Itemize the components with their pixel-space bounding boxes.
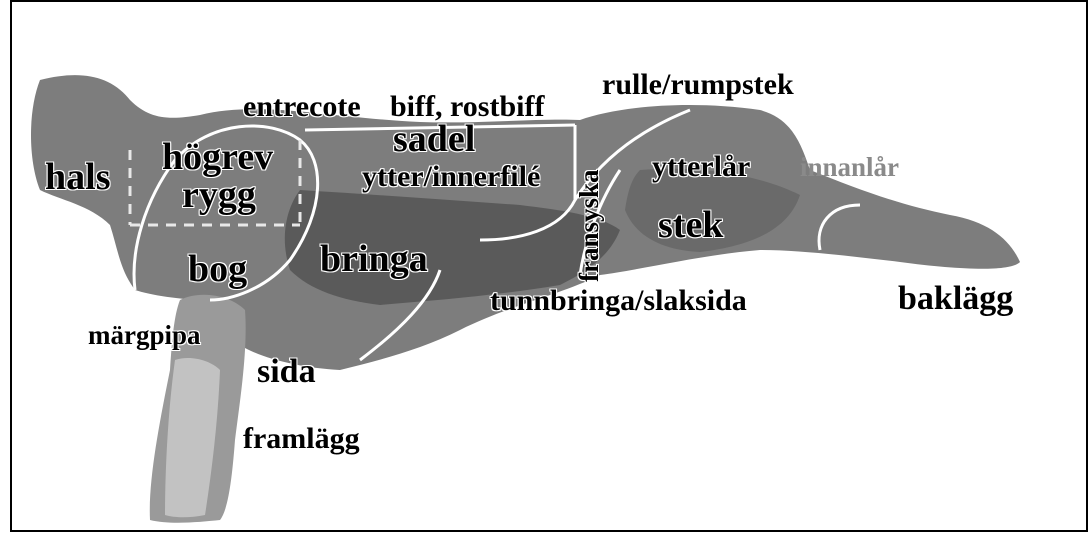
label-rulle-rumpstek: rulle/rumpstek <box>602 70 794 100</box>
label-hals: hals <box>45 158 110 196</box>
label-tunnbringa-slaksida: tunnbringa/slaksida <box>490 286 747 316</box>
label-stek: stek <box>658 206 723 244</box>
label-fransyska: fransyska <box>576 169 603 282</box>
label-innanlar: innanlår <box>800 154 899 181</box>
label-bringa: bringa <box>320 240 428 278</box>
label-hogrev: högrev <box>162 138 273 176</box>
label-ytter-innerfile: ytter/innerfilé <box>362 162 540 192</box>
label-sadel: sadel <box>393 120 475 158</box>
label-framlagg: framlägg <box>243 424 360 454</box>
label-entrecote: entrecote <box>243 92 361 122</box>
label-ytterlar: ytterlår <box>652 152 750 182</box>
label-rygg: rygg <box>182 176 256 214</box>
label-sida: sida <box>257 355 316 389</box>
label-bog: bog <box>188 250 247 288</box>
label-baklagg: baklägg <box>898 282 1013 316</box>
label-margpipa: märgpipa <box>88 322 201 349</box>
